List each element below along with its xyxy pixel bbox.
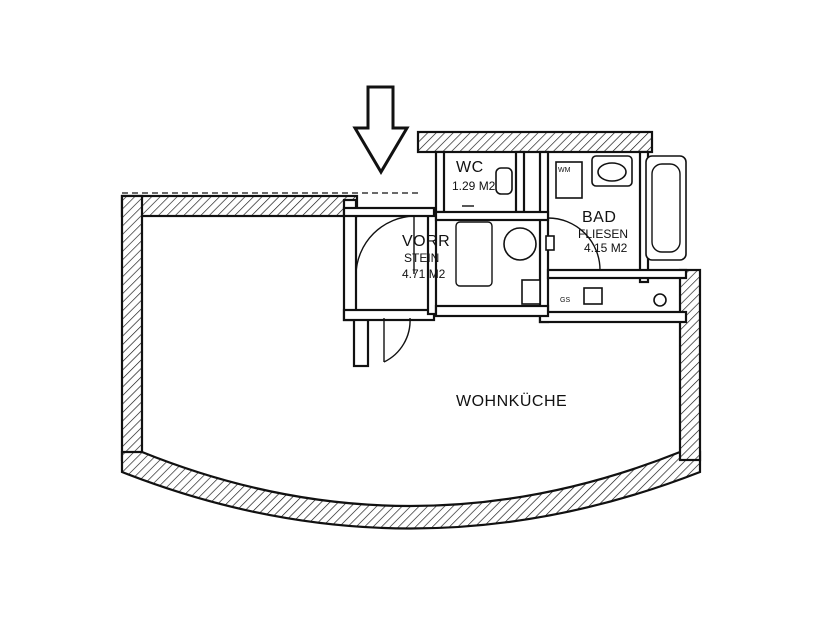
vorraum-area: 4.71 M2 xyxy=(402,267,446,281)
vorraum-floor: STEIN xyxy=(404,251,439,265)
bad-area: 4.15 M2 xyxy=(584,241,628,255)
washer-label: WM xyxy=(558,167,571,174)
bad-floor: FLIESEN xyxy=(578,227,628,241)
vorraum-walls xyxy=(342,198,438,368)
hall-area xyxy=(434,210,555,318)
entrance-arrow-icon xyxy=(352,85,410,175)
bad-label: BAD xyxy=(582,209,616,226)
wc-walls xyxy=(416,130,654,214)
toilet xyxy=(495,167,513,195)
vorraum-label: VORR xyxy=(402,233,450,250)
wohnkueche-label: WOHNKÜCHE xyxy=(456,392,567,410)
bad-walls xyxy=(538,150,688,324)
washer xyxy=(555,161,583,199)
gas-label: GS xyxy=(560,297,570,304)
wc-area: 1.29 M2 xyxy=(452,179,496,193)
living-room-walls xyxy=(120,192,702,530)
bathtub xyxy=(645,155,687,261)
wc-label: WC xyxy=(456,159,484,176)
